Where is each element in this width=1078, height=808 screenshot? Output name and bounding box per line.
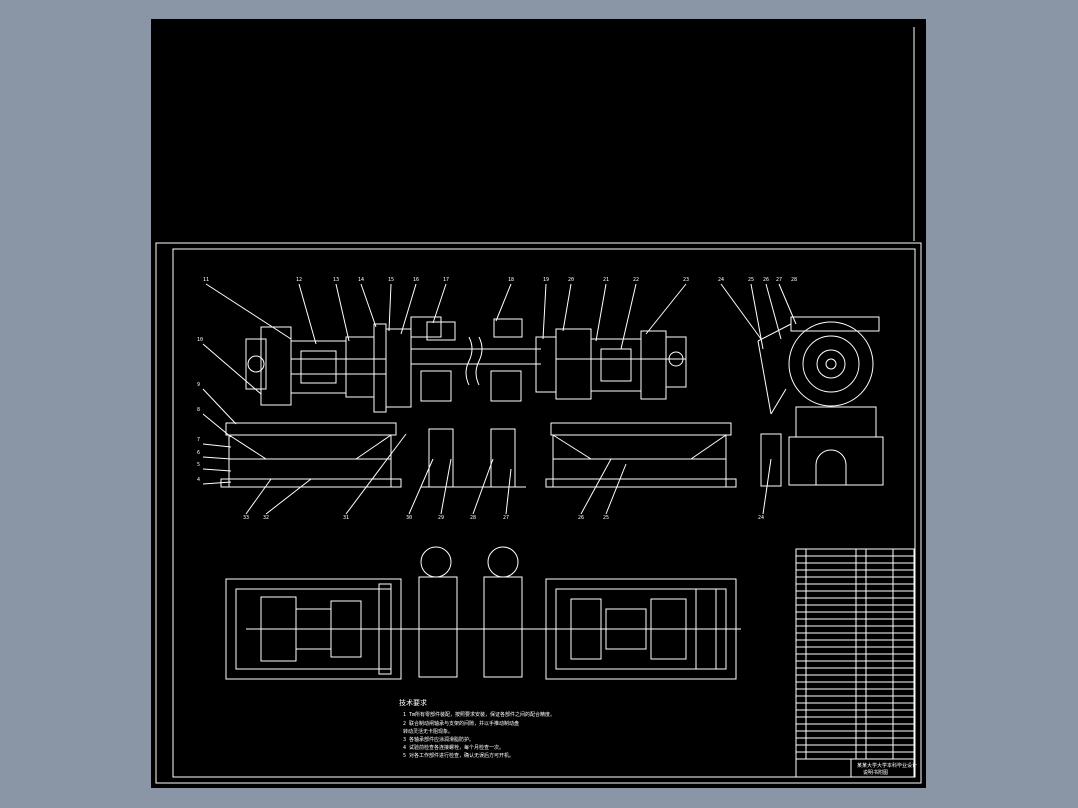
motor-end-view xyxy=(757,316,884,487)
plan-view-right xyxy=(531,578,741,680)
balloon-bottom-27: 27 xyxy=(503,515,509,521)
balloon-top-25: 25 xyxy=(748,277,754,283)
balloon-top-20: 20 xyxy=(568,277,574,283)
note-line-4: 3 各轴承部件应涂润滑脂防护。 xyxy=(403,736,474,743)
part-balloons: 11 12 13 14 15 16 17 18 19 20 21 22 23 24 25 26 27 28 10 9 8… xyxy=(197,277,797,521)
sheet-frame xyxy=(155,27,922,784)
balloon-top-11: 11 xyxy=(203,277,209,283)
balloon-bottom-29: 29 xyxy=(438,515,444,521)
note-line-3: 转动灵活无卡阻现象。 xyxy=(403,728,453,735)
balloon-top-12: 12 xyxy=(296,277,302,283)
balloon-top-18: 18 xyxy=(508,277,514,283)
balloon-bottom-28: 28 xyxy=(470,515,476,521)
balloon-top-19: 19 xyxy=(543,277,549,283)
title-block-line-2: 说明书附图 xyxy=(863,769,888,776)
note-line-1: 1 Tm所有零部件装配，按照要求安装，保证各部件之间的配合精度。 xyxy=(403,711,555,718)
balloon-top-16: 16 xyxy=(413,277,419,283)
balloon-top-21: 21 xyxy=(603,277,609,283)
balloon-top-13: 13 xyxy=(333,277,339,283)
balloon-left-10: 10 xyxy=(197,337,203,343)
balloon-top-23: 23 xyxy=(683,277,689,283)
balloon-top-24: 24 xyxy=(718,277,724,283)
balloon-top-26: 26 xyxy=(763,277,769,283)
balloon-left-5: 5 xyxy=(197,462,200,468)
balloon-bottom-31: 31 xyxy=(343,515,349,521)
shaft-section xyxy=(411,318,541,402)
note-line-5: 4 试验前检查各连接螺栓，每个月检查一次。 xyxy=(403,744,504,751)
note-line-6: 5 对各工作部件进行检查，确认无误后方可开机。 xyxy=(403,752,514,759)
notes-heading: 技术要求 xyxy=(399,698,427,707)
balloon-top-14: 14 xyxy=(358,277,364,283)
parts-list-table: 某某大学大学本科毕业设计 说明书附图 xyxy=(795,548,917,778)
assembly-drawing: 11 12 13 14 15 16 17 18 19 20 21 22 23 24 25 26 27 28 10 9 8… xyxy=(155,27,922,784)
plan-view-center xyxy=(391,546,551,678)
balloon-top-28: 28 xyxy=(791,277,797,283)
balloon-left-8: 8 xyxy=(197,407,200,413)
balloon-top-22: 22 xyxy=(633,277,639,283)
balloon-top-27: 27 xyxy=(776,277,782,283)
balloon-left-9: 9 xyxy=(197,382,200,388)
balloon-bottom-32: 32 xyxy=(263,515,269,521)
balloon-left-6: 6 xyxy=(197,450,200,456)
balloon-left-4: 4 xyxy=(197,477,200,483)
right-motor-assembly xyxy=(535,328,687,400)
plan-view-left xyxy=(225,578,416,680)
right-base-frame xyxy=(545,422,737,488)
balloon-top-17: 17 xyxy=(443,277,449,283)
balloon-top-15: 15 xyxy=(388,277,394,283)
left-motor-assembly xyxy=(245,316,442,413)
note-line-2: 2 联合制动闸轴承与支架的间隙，并以手推动制动盘 xyxy=(403,720,519,727)
technical-notes: 技术要求 1 Tm所有零部件装配，按照要求安装，保证各部件之间的配合精度。 2 … xyxy=(399,698,555,759)
title-block-line-1: 某某大学大学本科毕业设计 xyxy=(857,762,917,769)
balloon-bottom-24: 24 xyxy=(758,515,764,521)
balloon-left-7: 7 xyxy=(197,437,200,443)
balloon-bottom-25: 25 xyxy=(603,515,609,521)
balloon-bottom-30: 30 xyxy=(406,515,412,521)
leader-lines xyxy=(202,283,797,515)
balloon-bottom-33: 33 xyxy=(243,515,249,521)
drawing-sheet[interactable]: 11 12 13 14 15 16 17 18 19 20 21 22 23 24 25 26 27 28 10 9 8… xyxy=(151,19,926,788)
balloon-bottom-26: 26 xyxy=(578,515,584,521)
